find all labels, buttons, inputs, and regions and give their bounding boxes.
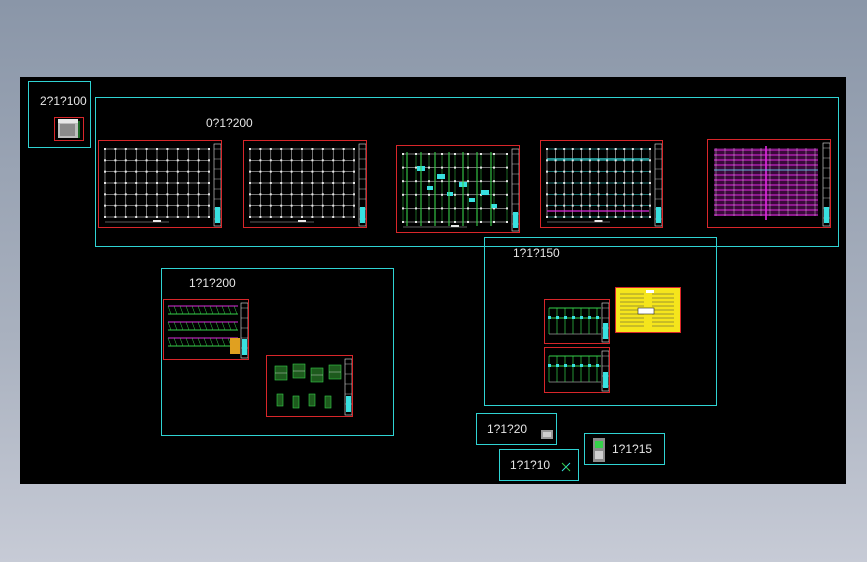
detail-thumbnail[interactable] — [54, 117, 84, 141]
frame-scale-1-10[interactable]: 1?1?10 — [499, 449, 579, 481]
plan-sheet-5-drawing — [714, 142, 830, 227]
notes-sheet-yellow[interactable] — [615, 287, 681, 333]
scale-label-1-20: 1?1?20 — [487, 422, 528, 436]
plan-sheet-2-drawing — [249, 143, 366, 227]
detail-thumbnail-1-10[interactable] — [561, 459, 571, 472]
plan-sheet-1-drawing — [104, 143, 221, 227]
section-sheet-1[interactable] — [163, 299, 249, 360]
detail-thumbnail-1-20[interactable] — [541, 426, 553, 439]
plan-sheet-3[interactable] — [396, 145, 520, 233]
plan-sheet-5[interactable] — [707, 139, 831, 228]
cad-model-space[interactable]: 2?1?100 0?1?200 1?1?200 1?1?150 1?1?20 1… — [20, 77, 846, 484]
elevation-sheet-1-drawing — [548, 302, 609, 343]
scale-label-2-100: 2?1?100 — [40, 94, 87, 108]
frame-scale-1-150[interactable]: 1?1?150 — [484, 237, 717, 406]
frame-scale-0-200[interactable]: 0?1?200 — [95, 97, 839, 247]
scale-label-1-200: 1?1?200 — [189, 276, 236, 290]
detail-sheet-1[interactable] — [266, 355, 353, 417]
elevation-sheet-1[interactable] — [544, 299, 610, 344]
notes-sheet-drawing — [620, 290, 674, 327]
plan-sheet-1[interactable] — [98, 140, 222, 228]
scale-label-1-10: 1?1?10 — [510, 458, 551, 472]
scale-label-0-200: 0?1?200 — [206, 116, 253, 130]
plan-sheet-3-drawing — [402, 148, 519, 232]
plan-sheet-4-drawing — [546, 143, 662, 227]
frame-scale-1-15[interactable]: 1?1?15 — [584, 433, 665, 465]
elevation-sheet-2[interactable] — [544, 347, 610, 393]
scale-label-1-150: 1?1?150 — [513, 246, 560, 260]
detail-sheet-1-drawing — [274, 358, 352, 416]
plan-sheet-2[interactable] — [243, 140, 367, 228]
detail-thumbnail-1-15[interactable] — [593, 438, 605, 462]
section-sheet-1-drawing — [167, 302, 248, 359]
frame-scale-1-20[interactable]: 1?1?20 — [476, 413, 557, 445]
scale-label-1-15: 1?1?15 — [612, 442, 653, 456]
frame-scale-1-200[interactable]: 1?1?200 — [161, 268, 394, 436]
plan-sheet-4[interactable] — [540, 140, 663, 228]
frame-scale-2-100[interactable]: 2?1?100 — [28, 81, 91, 148]
elevation-sheet-2-drawing — [548, 350, 609, 392]
